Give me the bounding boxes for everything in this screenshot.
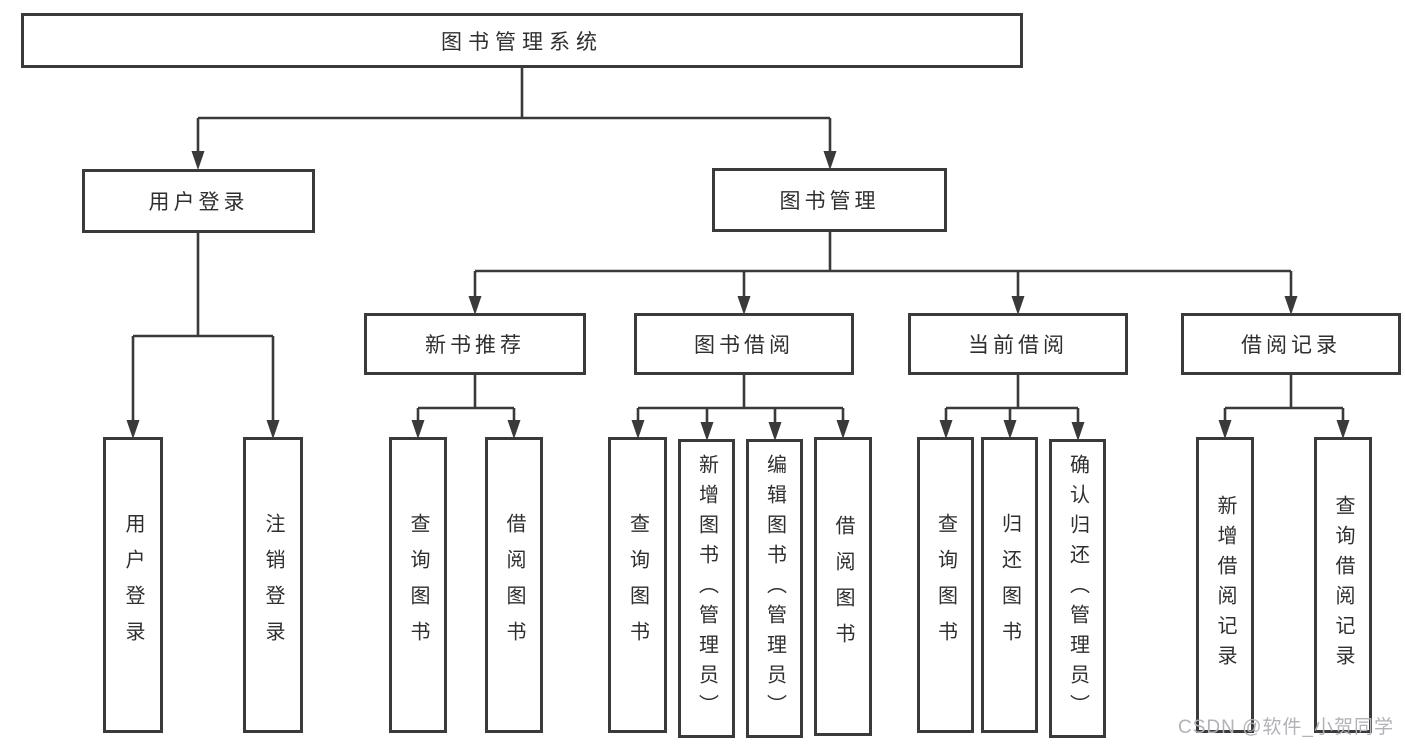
- connector-root-to-level2: [196, 68, 832, 165]
- node-borrow-books-leaf: 借阅图书: [814, 437, 872, 736]
- node-current-borrow: 当前借阅: [908, 313, 1128, 375]
- node-edit-books-admin-label: 编辑图书（管理员）: [763, 453, 786, 724]
- node-query-books-current-label: 查询图书: [934, 513, 957, 657]
- arrow-icon: [191, 151, 205, 170]
- node-borrow-records: 借阅记录: [1181, 313, 1401, 375]
- node-user-login-leaf-label: 用户登录: [122, 513, 144, 657]
- node-logout-leaf-label: 注销登录: [262, 513, 284, 657]
- node-add-borrow-record-label: 新增借阅记录: [1214, 495, 1236, 675]
- node-return-books-label: 归还图书: [998, 513, 1021, 657]
- node-query-borrow-record: 查询借阅记录: [1314, 437, 1372, 733]
- node-return-books: 归还图书: [981, 437, 1038, 733]
- csdn-watermark: CSDN @软件_小贺同学: [1178, 717, 1394, 738]
- node-borrow-books-recommend-label: 借阅图书: [503, 513, 525, 657]
- node-query-books-recommend: 查询图书: [389, 437, 447, 733]
- node-root: 图书管理系统: [21, 13, 1023, 68]
- node-borrow-records-label: 借阅记录: [1241, 334, 1341, 357]
- node-user-login-leaf: 用户登录: [103, 437, 163, 733]
- node-add-borrow-record: 新增借阅记录: [1196, 437, 1254, 733]
- node-query-books-recommend-label: 查询图书: [407, 513, 429, 657]
- node-book-management: 图书管理: [712, 168, 947, 232]
- node-add-books-admin-label: 新增图书（管理员）: [695, 453, 718, 724]
- node-query-books-borrow: 查询图书: [608, 437, 667, 733]
- connector-book-borrow-children: [636, 375, 845, 436]
- connector-current-borrow-children: [944, 375, 1080, 436]
- node-confirm-return-admin: 确认归还（管理员）: [1049, 439, 1106, 738]
- node-book-management-label: 图书管理: [779, 190, 880, 213]
- node-new-book-recommend: 新书推荐: [364, 313, 586, 375]
- connector-new-book-recommend-children: [416, 375, 516, 434]
- node-current-borrow-label: 当前借阅: [968, 334, 1068, 357]
- node-book-borrow: 图书借阅: [634, 313, 854, 375]
- node-query-borrow-record-label: 查询借阅记录: [1332, 495, 1354, 675]
- node-query-books-current: 查询图书: [917, 437, 974, 733]
- node-root-label: 图书管理系统: [441, 30, 603, 54]
- node-add-books-admin: 新增图书（管理员）: [678, 439, 735, 738]
- node-borrow-books-recommend: 借阅图书: [485, 437, 543, 733]
- connector-borrow-records-children: [1223, 375, 1345, 434]
- connector-book-management-children: [473, 232, 1293, 310]
- node-user-login-label: 用户登录: [148, 191, 249, 214]
- node-book-borrow-label: 图书借阅: [694, 334, 794, 357]
- node-borrow-books-leaf-label: 借阅图书: [832, 514, 854, 659]
- connector-user-login-children: [131, 233, 275, 434]
- node-edit-books-admin: 编辑图书（管理员）: [746, 439, 803, 738]
- node-query-books-borrow-label: 查询图书: [626, 513, 649, 657]
- node-confirm-return-admin-label: 确认归还（管理员）: [1066, 453, 1089, 724]
- node-new-book-recommend-label: 新书推荐: [425, 334, 525, 357]
- node-logout-leaf: 注销登录: [243, 437, 303, 733]
- node-user-login: 用户登录: [82, 169, 315, 233]
